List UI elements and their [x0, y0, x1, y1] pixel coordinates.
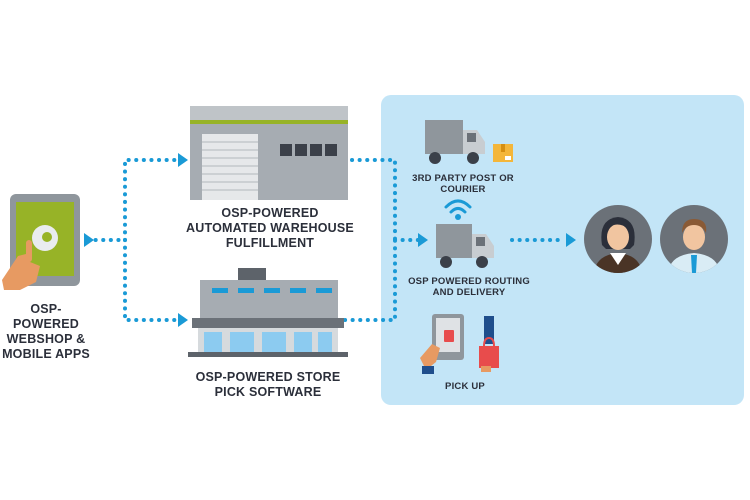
connector-warehouse-hub: [350, 158, 397, 242]
warehouse-label: OSP-POWERED AUTOMATED WAREHOUSE FULFILLM…: [186, 206, 354, 250]
connector-junction-down: [123, 238, 180, 322]
woman-avatar-icon: [584, 205, 652, 273]
arrowhead-tablet: [84, 233, 94, 247]
webshop-label: OSP-POWERED WEBSHOP & MOBILE APPS: [2, 302, 90, 361]
connector-junction-up: [123, 158, 180, 242]
arrowhead-customers: [566, 233, 576, 247]
delivery-truck-icon: [436, 224, 494, 268]
arrowhead-warehouse: [178, 153, 188, 167]
shopping-bag-icon: [479, 316, 499, 372]
pickup-label: PICK UP: [445, 381, 485, 392]
arrowhead-truck: [418, 233, 428, 247]
connector-store-hub: [343, 238, 397, 322]
routing-label: OSP POWERED ROUTING AND DELIVERY: [408, 276, 530, 299]
third-party-label: 3RD PARTY POST OR COURIER: [412, 173, 514, 196]
package-icon: [493, 144, 513, 162]
store-label: OSP-POWERED STORE PICK SOFTWARE: [195, 370, 341, 399]
store-icon: [188, 268, 348, 357]
wifi-icon: [444, 199, 472, 220]
courier-truck-icon: [425, 120, 485, 164]
warehouse-icon: [190, 106, 348, 200]
man-avatar-icon: [660, 205, 728, 273]
arrowhead-store: [178, 313, 188, 327]
pickup-terminal-icon: [420, 314, 464, 374]
tablet-icon: [2, 194, 80, 290]
